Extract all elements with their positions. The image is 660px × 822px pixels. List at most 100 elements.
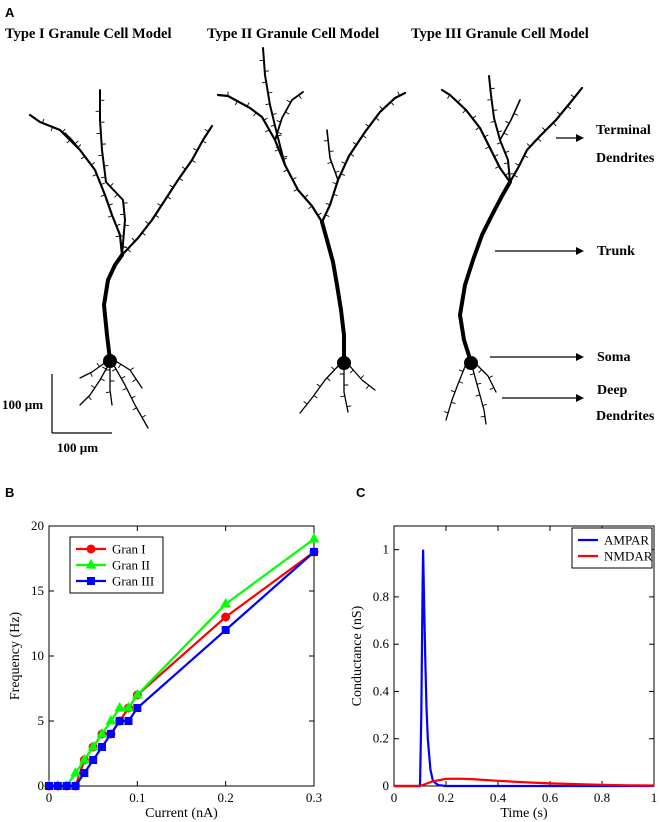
dendritic-spine bbox=[89, 372, 93, 377]
dendritic-spine bbox=[77, 144, 81, 149]
dendritic-spine bbox=[478, 369, 483, 373]
dendritic-spine bbox=[102, 366, 107, 370]
dendritic-spine bbox=[552, 122, 557, 127]
dendritic-spine bbox=[489, 387, 495, 390]
y-tick-label: 0.6 bbox=[373, 636, 390, 651]
dendritic-spine bbox=[270, 124, 276, 127]
dendritic-spine bbox=[495, 165, 500, 169]
dendritic-spine bbox=[120, 376, 126, 379]
dendritic-spine bbox=[443, 411, 449, 414]
data-point-triangle bbox=[78, 753, 90, 764]
dendritic-spine bbox=[313, 395, 318, 399]
y-tick-label: 15 bbox=[31, 583, 44, 598]
dendritic-spine bbox=[537, 138, 542, 142]
dendritic-spine bbox=[100, 378, 105, 382]
dendritic-spine bbox=[542, 127, 546, 132]
data-point-triangle bbox=[87, 740, 99, 751]
dendritic-spine bbox=[202, 140, 207, 144]
dendritic-spine bbox=[74, 140, 79, 145]
dendritic-spine bbox=[286, 99, 292, 103]
label-terminal-dendrites: Dendrites bbox=[596, 151, 655, 166]
dendritic-spine bbox=[292, 177, 297, 180]
x-axis-label: Current (nA) bbox=[145, 806, 218, 821]
dendritic-spine bbox=[317, 212, 322, 216]
x-tick-label: 0.8 bbox=[594, 790, 610, 805]
dendritic-spine bbox=[261, 81, 267, 84]
type-2-title: Type II Granule Cell Model bbox=[207, 26, 379, 42]
data-point-circle bbox=[221, 612, 231, 622]
dendritic-spine bbox=[122, 387, 128, 391]
dendritic-spine bbox=[457, 98, 461, 103]
dendritic-spine bbox=[497, 130, 503, 133]
label-trunk: Trunk bbox=[597, 244, 635, 259]
dendritic-spine bbox=[132, 407, 138, 411]
dendritic-spine bbox=[340, 395, 346, 398]
type-3-title: Type III Granule Cell Model bbox=[411, 26, 589, 42]
dendritic-spine bbox=[526, 143, 531, 147]
data-point-square bbox=[71, 782, 80, 790]
dendritic-spine bbox=[235, 100, 238, 106]
x-tick-label: 0 bbox=[391, 790, 398, 805]
data-point-triangle bbox=[105, 714, 117, 725]
dendritic-spine bbox=[326, 377, 331, 382]
dendritic-spine bbox=[447, 94, 451, 99]
dendritic-spine bbox=[332, 193, 338, 196]
dendritic-spine bbox=[303, 401, 308, 405]
dendritic-spine bbox=[283, 169, 288, 173]
dendritic-spine bbox=[504, 150, 510, 154]
dendritic-spine bbox=[181, 166, 186, 170]
dendritic-spine bbox=[193, 148, 198, 152]
x-tick-label: 0.3 bbox=[306, 790, 322, 805]
dendritic-spine bbox=[458, 381, 464, 384]
dendritic-spine bbox=[132, 378, 137, 382]
y-tick-label: 0.4 bbox=[373, 683, 390, 698]
dendritic-spine bbox=[157, 203, 162, 207]
scale-bar-vertical-label: 100 µm bbox=[2, 397, 43, 412]
scale-bar bbox=[51, 374, 112, 434]
dendritic-spine bbox=[362, 135, 367, 139]
dendritic-spine bbox=[349, 369, 354, 374]
dendritic-spine bbox=[109, 183, 114, 187]
dendritic-spine bbox=[112, 368, 117, 372]
y-tick-label: 0 bbox=[38, 778, 45, 793]
data-point-triangle bbox=[123, 701, 134, 712]
dendritic-spine bbox=[513, 174, 518, 178]
dendritic-spine bbox=[96, 362, 100, 368]
dendritic-spine bbox=[115, 223, 121, 227]
dendritic-spine bbox=[366, 384, 370, 389]
dendritic-spine bbox=[503, 132, 508, 136]
legend-box bbox=[571, 527, 653, 569]
type-1-neuron-morphology bbox=[28, 89, 214, 429]
dendritic-spine bbox=[487, 99, 493, 101]
dendritic-spine bbox=[90, 162, 95, 166]
dendritic-spine bbox=[488, 375, 493, 379]
dendritic-spine bbox=[492, 109, 498, 111]
dendritic-spine bbox=[118, 363, 122, 369]
dendritic-spine bbox=[352, 142, 357, 146]
dendritic-spine bbox=[360, 375, 364, 379]
dendritic-spine bbox=[462, 109, 467, 114]
label-terminal: Terminal bbox=[596, 123, 651, 138]
x-tick-label: 0.1 bbox=[129, 790, 145, 805]
data-point-square bbox=[106, 730, 115, 738]
data-point-square bbox=[62, 782, 71, 790]
dendritic-spine bbox=[141, 414, 146, 418]
dendritic-spine bbox=[472, 115, 477, 119]
dendritic-spine bbox=[556, 111, 561, 116]
dendritic-spine bbox=[324, 214, 330, 217]
data-point-square bbox=[124, 717, 133, 725]
y-tick-label: 1 bbox=[383, 542, 390, 557]
dendritic-spine bbox=[341, 161, 346, 165]
y-tick-label: 10 bbox=[31, 648, 44, 663]
label-deep-dendrites: Dendrites bbox=[596, 409, 655, 424]
data-point-square bbox=[89, 756, 98, 764]
dendritic-spine bbox=[334, 170, 340, 173]
dendritic-spine bbox=[397, 91, 401, 97]
data-point-square bbox=[115, 717, 124, 725]
dendritic-spine bbox=[349, 153, 355, 157]
x-tick-label: 0.2 bbox=[218, 790, 234, 805]
dendritic-spine bbox=[327, 161, 332, 164]
annotation-arrows bbox=[490, 134, 584, 402]
dendritic-spine bbox=[275, 146, 281, 149]
